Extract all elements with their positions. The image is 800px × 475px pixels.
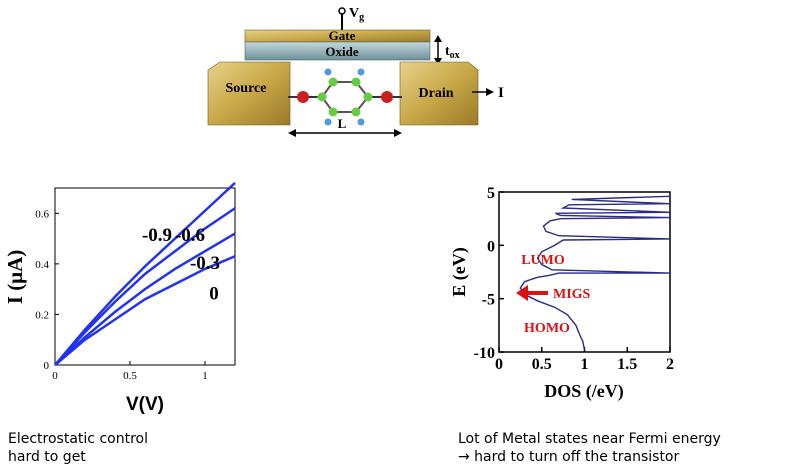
gate-label: Gate	[329, 28, 356, 43]
iv-x-tick-label: 0.5	[123, 370, 137, 382]
iv-y-tick-label: 0.2	[35, 309, 49, 321]
source-electrode	[207, 61, 291, 126]
dos-y-tick-label: -10	[474, 345, 495, 362]
benzene-dithiol-molecule	[288, 68, 402, 126]
left-caption: Electrostatic control hard to get	[8, 430, 148, 466]
right-caption: Lot of Metal states near Fermi energy → …	[458, 430, 721, 466]
dos-x-tick-label: 1.5	[617, 356, 637, 373]
iv-series-line-3	[54, 255, 236, 366]
iv-chart: V(V) I (μA) 0 0.5 1 0 0.2 0.4 0.6 -0.9-0.6 -0.3…	[3, 182, 236, 415]
dos-x-tick-label: 2	[666, 356, 674, 373]
lumo-annotation: LUMO	[521, 253, 565, 268]
migs-arrow-head	[516, 285, 528, 301]
iv-series-label-3: 0	[209, 283, 219, 304]
iv-ticks: 0 0.5 1 0 0.2 0.4 0.6	[35, 208, 208, 382]
iv-series	[54, 182, 236, 366]
dos-y-tick-label: 5	[487, 185, 495, 202]
dos-x-tick-label: 0	[495, 356, 503, 373]
dos-ticks: 0 0.5 1 1.5 2 -10 -5 0 5	[474, 185, 674, 373]
iv-y-tick-label: 0	[44, 360, 50, 372]
right-caption-line2: → hard to turn off the transistor	[458, 449, 680, 465]
molecular-transistor-diagram: Vg Gate Oxide tox Source Drain I L	[207, 6, 504, 137]
iv-x-axis-label: V(V)	[126, 394, 164, 415]
iv-plot-frame	[54, 187, 236, 366]
iv-x-tick-label: 0	[52, 370, 58, 382]
dos-x-axis-label: DOS (/eV)	[544, 381, 624, 402]
oxide-label: Oxide	[325, 44, 358, 59]
gate-terminal	[338, 7, 346, 15]
iv-series-labels: -0.9-0.6 -0.3 0	[142, 225, 220, 304]
migs-annotation: MIGS	[553, 287, 591, 302]
dos-y-tick-label: -5	[482, 292, 495, 309]
length-label: L	[338, 116, 347, 131]
dos-y-axis-label: E (eV)	[449, 247, 470, 296]
iv-y-axis-label: I (μA)	[3, 250, 27, 304]
dos-series	[519, 195, 671, 351]
dos-chart: DOS (/eV) E (eV) 0 0.5 1 1.5 2 -10 -5 0 5 LUMO M…	[449, 185, 674, 402]
drain-label: Drain	[419, 86, 454, 101]
iv-series-label-0: -0.9	[142, 225, 172, 246]
iv-y-tick-label: 0.6	[35, 208, 49, 220]
dos-x-tick-label: 0.5	[532, 356, 552, 373]
iv-y-tick-label: 0.4	[35, 259, 49, 271]
current-label: I	[498, 85, 504, 101]
homo-annotation: HOMO	[524, 321, 570, 336]
dos-x-tick-label: 1	[581, 356, 589, 373]
left-caption-line1: Electrostatic control	[8, 431, 148, 447]
source-label: Source	[226, 81, 267, 96]
dos-series-line	[519, 195, 671, 351]
iv-series-label-1: -0.6	[175, 225, 205, 246]
oxide-layer	[244, 41, 431, 61]
iv-x-tick-label: 1	[202, 370, 208, 382]
right-caption-line1: Lot of Metal states near Fermi energy	[458, 431, 721, 447]
left-caption-line2: hard to get	[8, 449, 86, 465]
iv-series-line-2	[54, 232, 236, 366]
vg-label: Vg	[349, 6, 364, 23]
drain-electrode	[399, 61, 479, 126]
iv-series-line-1	[54, 207, 236, 366]
dos-y-tick-label: 0	[487, 238, 495, 255]
iv-series-label-2: -0.3	[190, 253, 220, 274]
iv-series-line-0	[54, 182, 236, 366]
tox-label: tox	[445, 44, 460, 61]
